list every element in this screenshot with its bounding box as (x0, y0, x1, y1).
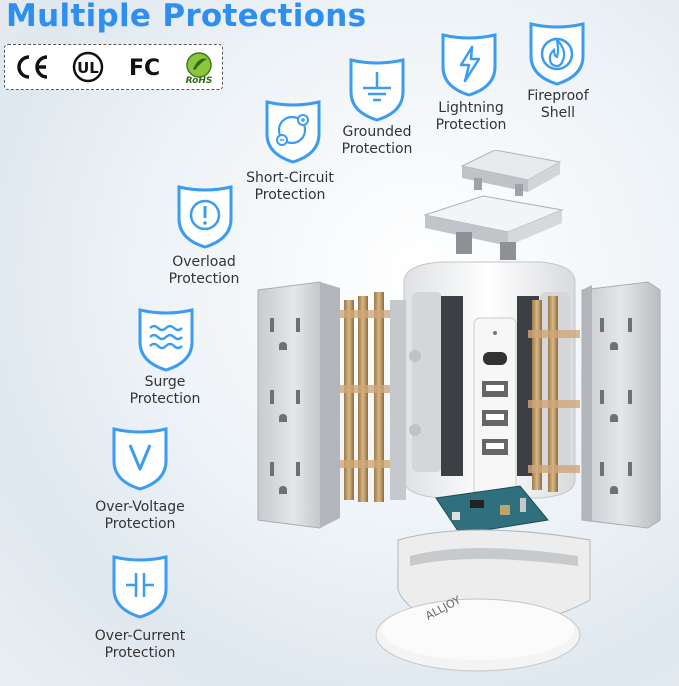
rohs-mark-icon: RoHS (186, 52, 213, 84)
fire-icon (529, 22, 585, 86)
ul-mark-icon: UL (72, 51, 104, 83)
right-copper-strips (528, 296, 580, 492)
over-voltage-icon (112, 427, 168, 491)
left-outlet-plate (257, 281, 340, 529)
svg-text:FC: FC (129, 56, 160, 81)
certification-strip: UL FC RoHS (4, 44, 223, 90)
circuit-board (435, 485, 549, 535)
svg-text:UL: UL (77, 59, 99, 77)
fc-mark-icon: FC (129, 56, 160, 81)
page-title: Multiple Protections (6, 0, 367, 34)
surge-icon (138, 308, 194, 372)
svg-text:RoHS: RoHS (186, 76, 213, 84)
ce-mark-icon (17, 55, 48, 79)
right-outlet-plate (581, 281, 661, 529)
over-current-icon (112, 555, 168, 619)
lightning-icon (441, 33, 497, 97)
left-copper-strips (340, 292, 406, 502)
base-part: ALLJOY (375, 529, 591, 672)
overload-icon (177, 185, 233, 249)
power-tower-exploded-view: ALLJOY (257, 150, 661, 672)
short-circuit-icon (265, 100, 321, 164)
top-lid-part (423, 195, 564, 260)
top-cap-part (460, 150, 562, 196)
ground-icon (349, 58, 405, 122)
